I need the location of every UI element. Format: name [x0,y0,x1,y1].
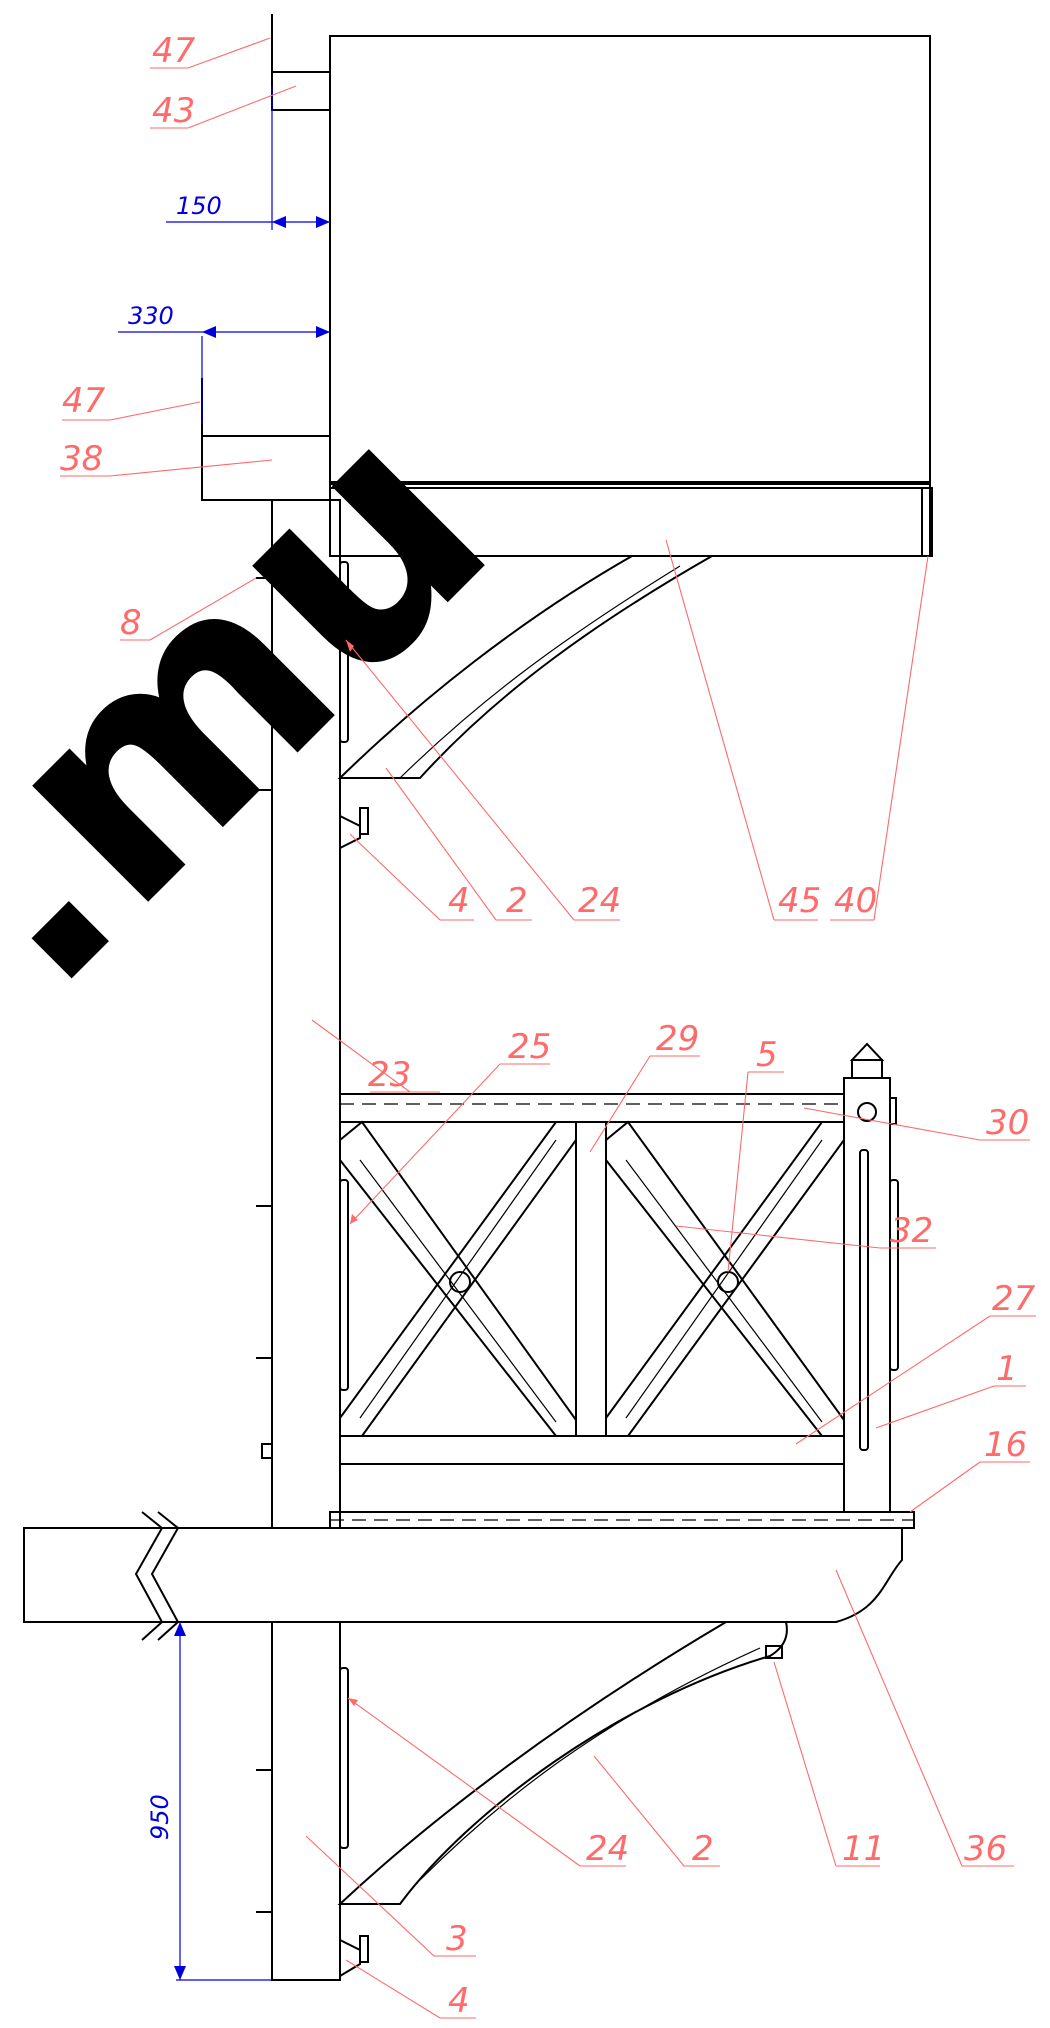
callout-4-upper: 4 [349,833,474,921]
svg-text:40: 40 [834,881,877,921]
post-cap-base [851,1059,883,1079]
svg-text:30: 30 [986,1103,1029,1143]
svg-text:47: 47 [152,31,196,71]
middle-post-29 [575,1121,607,1437]
top-rail-30 [339,1093,845,1123]
flashing-47-top [271,14,330,73]
bracket-foot-block-lower [359,1935,369,1963]
svg-text:4: 4 [448,881,470,921]
cross-brace-right [605,1120,845,1437]
slot-24-upper [339,561,349,743]
dim-150-text: 150 [176,192,222,220]
svg-text:24: 24 [586,1829,629,1869]
break-line-right [150,1511,180,1641]
bolt-right [717,1271,739,1293]
svg-text:36: 36 [964,1829,1007,1869]
break-line-left [134,1511,164,1641]
dimension-950: 950 [146,1622,272,1981]
bracket-foot-block-upper [359,807,369,835]
svg-text:45: 45 [778,881,821,921]
svg-text:25: 25 [508,1027,551,1067]
svg-text:16: 16 [984,1425,1027,1465]
bracket-foot-4-lower [339,1904,361,1978]
bottom-rail-27 [339,1435,845,1465]
post-ticks [256,577,273,1913]
slot-25 [339,1179,349,1391]
callout-36: 36 [835,1569,1014,1869]
callout-8: 8 [120,577,257,643]
arrowhead-24-lower [348,1698,358,1706]
callout-40: 40 [830,555,929,921]
dimension-330: 330 [118,302,330,424]
lower-post-column [271,1621,341,1981]
callout-2-upper: 2 [385,767,532,921]
callout-24-upper: 24 [345,639,621,921]
svg-text:47: 47 [62,381,106,421]
callout-1: 1 [875,1349,1026,1429]
callout-38: 38 [60,439,273,479]
bracket-2-upper [337,555,716,779]
post-cap [849,1042,885,1061]
callout-27: 27 [795,1279,1036,1445]
dim-330-text: 330 [128,302,174,330]
svg-text:24: 24 [578,881,621,921]
callout-43: 43 [150,85,297,131]
callout-11: 11 [773,1661,885,1869]
callout-25: 25 [349,1027,551,1225]
svg-text:2: 2 [692,1829,714,1869]
callout-32: 32 [675,1211,936,1251]
callout-16: 16 [909,1425,1030,1513]
arrowhead-25 [350,1214,358,1224]
svg-text:32: 32 [890,1211,933,1251]
floor-beam-36 [23,1527,903,1623]
svg-text:27: 27 [992,1279,1036,1319]
end-board-40 [921,487,933,557]
svg-text:8: 8 [120,603,142,643]
callout-47-lower: 47 [62,381,201,421]
post-clip [889,1097,897,1125]
element-38 [201,435,331,501]
svg-text:11: 11 [842,1829,885,1869]
arrowhead-24-upper [346,640,354,652]
svg-text:4: 4 [448,1981,470,2021]
bracket-2-lower [337,1621,788,1905]
callout-45: 45 [665,539,821,921]
svg-text:29: 29 [656,1019,699,1059]
bolt-left [449,1271,471,1293]
callout-47-top: 47 [150,31,271,71]
slot-32 [889,1179,899,1371]
post-slot [859,1149,869,1451]
callout-2-lower: 2 [593,1755,720,1869]
callout-24-lower: 24 [347,1697,629,1869]
callout-4-lower: 4 [345,1959,476,2021]
callout-23: 23 [311,1019,440,1095]
svg-text:3: 3 [446,1919,468,1959]
svg-text:43: 43 [152,91,195,131]
cross-brace-left [339,1120,577,1437]
callout-5: 5 [727,1035,784,1273]
element-43 [271,71,331,111]
slot-24-lower [339,1667,349,1849]
dim-950-text: 950 [146,1794,174,1840]
dimension-150: 150 [166,86,330,230]
bracket-2-lower-inner [419,1647,761,1881]
bracket-lug-11 [765,1645,783,1659]
svg-text:38: 38 [60,439,103,479]
callout-30: 30 [803,1103,1030,1143]
callout-3: 3 [305,1835,476,1959]
post-bolt [857,1102,877,1122]
svg-text:2: 2 [506,881,528,921]
callout-29: 29 [589,1019,700,1153]
svg-text:1: 1 [996,1349,1018,1389]
bracket-2-upper-inner [399,565,681,779]
svg-text:5: 5 [756,1035,778,1075]
svg-text:23: 23 [368,1055,411,1095]
upper-wall-block [329,35,931,483]
